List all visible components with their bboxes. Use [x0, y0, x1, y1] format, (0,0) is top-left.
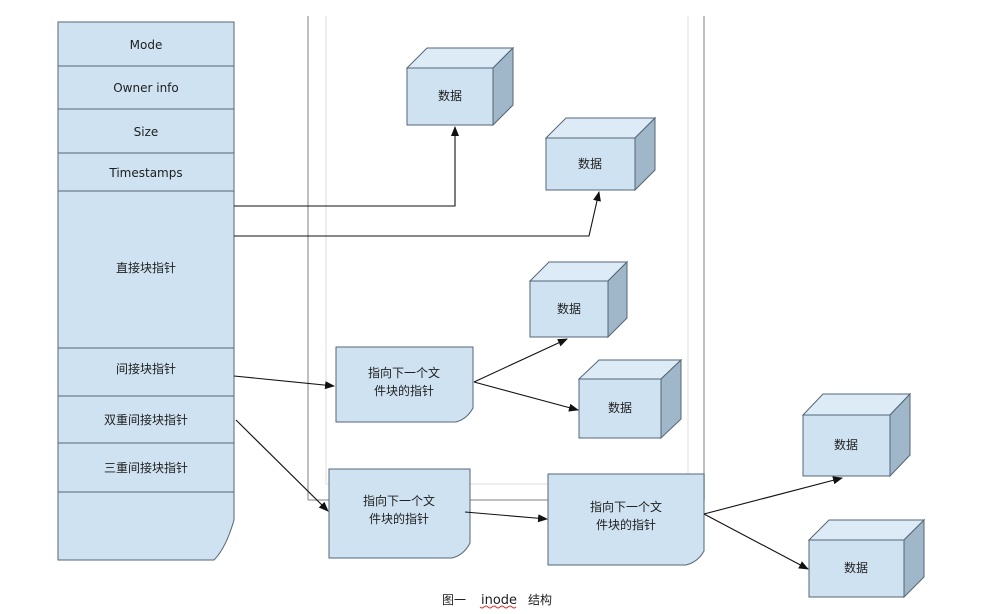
- inode-field-label: Timestamps: [108, 166, 182, 180]
- data-block: 数据: [807, 518, 926, 599]
- arrow-pointer-to-data-4: [473, 381, 579, 412]
- inode-table-footer: [57, 491, 235, 561]
- caption-word: inode: [481, 593, 517, 608]
- inode-table: Mode Owner info Size Timestamps 直接块指针 间接…: [57, 21, 235, 561]
- arrow-double-to-pointer: [235, 419, 329, 512]
- data-block: 数据: [801, 392, 912, 478]
- data-block-label: 数据: [844, 560, 868, 575]
- inode-field-label: Mode: [130, 38, 163, 52]
- inode-field-triple-indirect-pointer: [57, 442, 235, 493]
- data-block-label: 数据: [557, 301, 581, 316]
- arrow-direct-to-data-1: [234, 126, 459, 207]
- arrow-pointer-to-data-6: [703, 513, 809, 570]
- pointer-block: 指向下一个文 件块的指针: [547, 473, 705, 566]
- inode-field-direct-pointers: [57, 190, 235, 349]
- pointer-block-line2: 件块的指针: [369, 511, 429, 526]
- data-block: 数据: [405, 46, 515, 127]
- data-block-label: 数据: [578, 156, 602, 171]
- arrow-indirect-to-pointer: [233, 375, 335, 390]
- inode-field-timestamps: [57, 152, 235, 192]
- inode-field-label: Size: [134, 125, 159, 139]
- inode-field-owner-info: [57, 65, 235, 110]
- pointer-block-line2: 件块的指针: [596, 517, 656, 532]
- pointer-block-line1: 指向下一个文: [368, 365, 440, 380]
- inode-field-label: Owner info: [113, 81, 179, 95]
- data-block-label: 数据: [438, 88, 462, 103]
- data-block-label: 数据: [608, 400, 632, 415]
- data-block: 数据: [577, 358, 683, 440]
- arrow-pointer-to-data-3: [473, 338, 568, 383]
- data-block: 数据: [544, 116, 657, 192]
- figure-caption: 图一 inode 结构: [442, 592, 552, 609]
- pointer-block-line1: 指向下一个文: [363, 493, 435, 508]
- pointer-block-line1: 指向下一个文: [590, 499, 662, 514]
- pointer-block: 指向下一个文 件块的指针: [335, 346, 474, 423]
- spellcheck-underline: [479, 605, 517, 609]
- data-block-label: 数据: [834, 437, 858, 452]
- arrow-pointer-to-pointer: [464, 511, 548, 523]
- inode-field-size: [57, 108, 235, 154]
- caption-prefix: 图一: [442, 593, 466, 607]
- arrow-direct-to-data-2: [234, 191, 601, 237]
- arrow-pointer-to-data-5: [703, 476, 843, 515]
- inode-field-indirect-pointer: [57, 347, 235, 397]
- inode-field-double-indirect-pointer: [57, 395, 235, 444]
- inode-field-label: 间接块指针: [116, 361, 176, 376]
- caption-suffix: 结构: [528, 592, 552, 607]
- inode-field-label: 双重间接块指针: [104, 412, 188, 427]
- inode-field-label: 直接块指针: [116, 260, 176, 275]
- pointer-block: 指向下一个文 件块的指针: [328, 468, 471, 559]
- inode-field-label: 三重间接块指针: [104, 460, 188, 475]
- pointer-block-line2: 件块的指针: [374, 383, 434, 398]
- data-block: 数据: [528, 260, 629, 339]
- connector-arrows: [233, 126, 843, 570]
